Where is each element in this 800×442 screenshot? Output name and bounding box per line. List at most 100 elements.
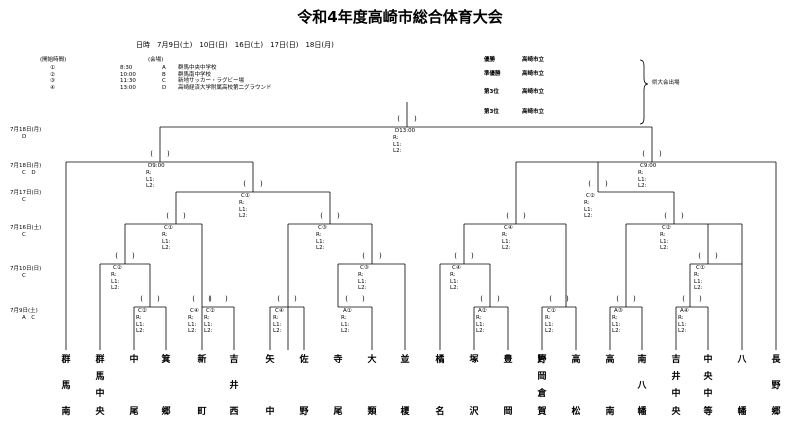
result-field: R: [188,315,194,321]
match-code: A① [343,308,352,314]
team-char: 群 [95,355,105,365]
team-char: 野 [299,407,309,417]
venue-name: 群馬南中学校 [178,71,212,78]
result-field: R: [358,272,364,278]
result-field: L2: [584,213,593,219]
match-code: C9:00 [640,163,657,169]
team-char: 中 [703,389,713,399]
team-char: 井 [229,381,239,391]
team-char: 賀 [537,407,547,417]
result-field: R: [341,315,347,321]
result-field: R: [162,232,168,238]
result-field: L1: [694,278,703,285]
team-char: 中 [671,389,681,399]
round-date-row: 7月17日(日)C [10,190,41,204]
result-field: L1: [162,238,171,245]
team-char: 中 [129,355,139,365]
team-char: 南 [61,407,71,417]
result-field: L2: [450,285,459,291]
team-char: 岡 [503,407,513,417]
result-field: L2: [476,328,485,334]
team-char: 南 [605,407,615,417]
result-field: R: [136,315,142,321]
result-field: R: [584,200,590,206]
result-field: L1: [502,238,511,245]
result-field: L2: [136,328,145,334]
prefecture-note: 県大会出場 [652,80,680,86]
team-char: 高 [605,355,615,365]
result-field: L1: [660,238,669,245]
result-value: 高崎市立 [522,109,545,115]
result-field: R: [239,200,245,206]
result-field: L1: [476,321,485,328]
result-field: R: [545,315,551,321]
result-field: L2: [204,328,213,334]
team-char: 吉 [671,355,681,365]
team-char: 央 [95,407,105,417]
round-venue: C [22,273,26,279]
match-code: D9:00 [148,163,165,169]
result-field: L1: [612,321,621,328]
team-char: 馬 [95,372,105,382]
start-time-header: (開始時間) [40,57,67,63]
venue-code: C [162,78,166,84]
match-code: C① [696,265,705,271]
score-brackets: ( ) [320,212,340,220]
result-label: 第3位 [484,109,499,115]
round-date: 7月16日(土) [10,225,42,231]
result-field: R: [204,315,210,321]
match-code: C④ [452,265,461,271]
result-field: L2: [502,245,511,251]
round-date: 7月10日(日) [10,266,42,272]
result-field: L2: [545,328,554,334]
result-field: L2: [358,285,367,291]
match-code: A④ [680,308,689,314]
result-field: L1: [239,206,248,213]
score-brackets: ( ) [362,252,382,260]
venue-code: A [162,65,166,71]
result-field: L1: [316,238,325,245]
result-value: 高崎市立 [522,71,545,77]
team-char: 寺 [333,355,343,365]
team-char: 央 [671,407,681,417]
round-date-row: 7月18日(月)D [10,127,41,141]
score-brackets: ( ) [208,295,228,303]
team-char: 八 [637,381,647,391]
match-code: C① [547,308,556,314]
result-field: L2: [111,285,120,291]
venue-num: ③ [50,78,55,84]
score-brackets: ( ) [243,180,263,188]
result-field: R: [450,272,456,278]
venue-time: 11:30 [120,78,136,84]
score-brackets: ( ) [682,295,702,303]
result-field: L2: [188,328,197,334]
match-code: C② [206,308,215,314]
round-date: 7月18日(月) [10,127,42,133]
team-char: 西 [229,407,239,417]
score-brackets: ( ) [588,180,608,188]
match-code: A③ [614,308,623,314]
team-char: 類 [367,407,377,417]
result-field: L1: [341,321,350,328]
venue-num: ④ [50,84,55,91]
score-brackets: ( ) [616,295,636,303]
team-char: 大 [367,355,377,365]
round-venue: C D [22,170,36,176]
round-date: 7月9日(土) [10,308,38,314]
result-field: L1: [450,278,459,285]
score-brackets: ( ) [664,212,684,220]
team-char: 名 [435,407,445,417]
venue-num: ① [50,65,55,71]
score-brackets: ( ) [150,150,170,158]
score-brackets: ( ) [642,150,662,158]
result-field: L1: [146,176,155,183]
result-field: L2: [239,213,248,219]
result-field: L1: [111,278,120,285]
score-brackets: ( ) [277,295,297,303]
venue-name: 新地サッカー・ラグビー場 [178,78,245,84]
result-field: R: [612,315,618,321]
round-date-row: 7月18日(月)C D [10,163,41,177]
score-brackets: ( ) [698,252,718,260]
match-code: C② [586,193,595,199]
